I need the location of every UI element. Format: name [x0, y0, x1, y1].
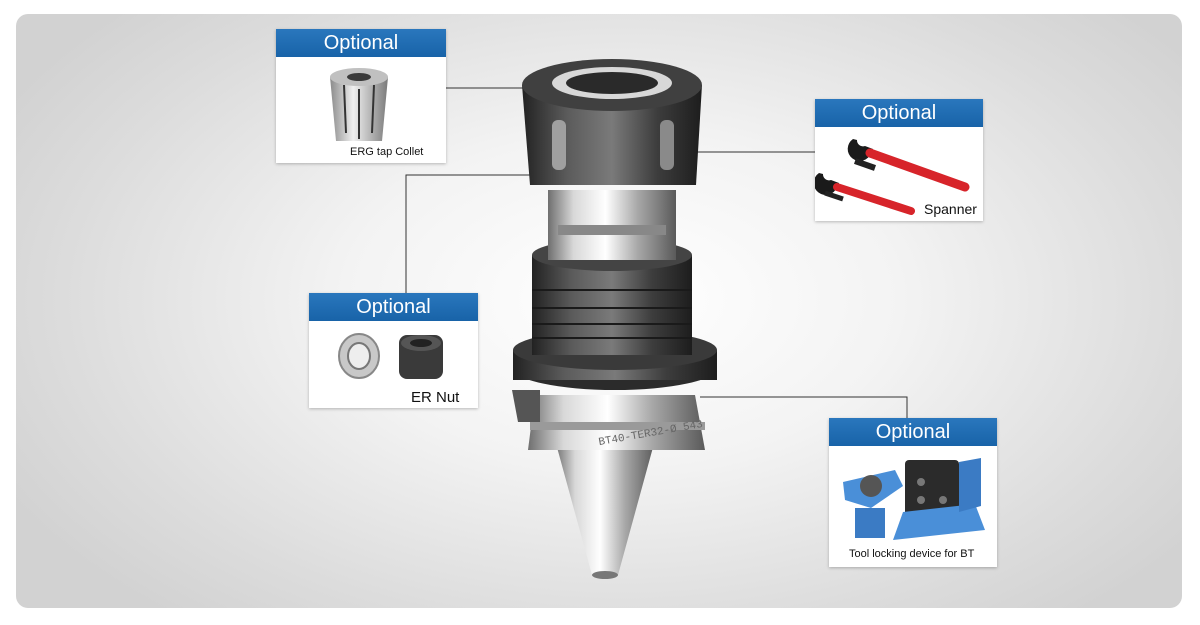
callout-header: Optional — [815, 99, 983, 127]
callout-collet: Optional ERG tap Collet — [276, 29, 446, 163]
callout-spanner: Optional Spanner — [815, 99, 983, 221]
callout-caption: Spanner — [924, 201, 977, 217]
callout-header: Optional — [829, 418, 997, 446]
collet-icon — [330, 68, 388, 141]
callout-caption: ERG tap Collet — [350, 146, 424, 158]
callout-header: Optional — [276, 29, 446, 57]
tool-locking-device-icon — [843, 458, 985, 540]
tool-holder-icon — [512, 59, 717, 579]
er-nut-icon — [338, 333, 443, 379]
callout-caption: Tool locking device for BT — [849, 548, 975, 560]
leader-nut — [405, 174, 560, 293]
callout-nut: Optional ER Nut — [309, 293, 478, 408]
spanner-icon — [815, 139, 970, 215]
callout-caption: ER Nut — [411, 389, 460, 406]
callout-header: Optional — [309, 293, 478, 321]
callout-locking: Optional Tool locking device for BT — [829, 418, 997, 567]
leader-locking — [700, 396, 908, 418]
